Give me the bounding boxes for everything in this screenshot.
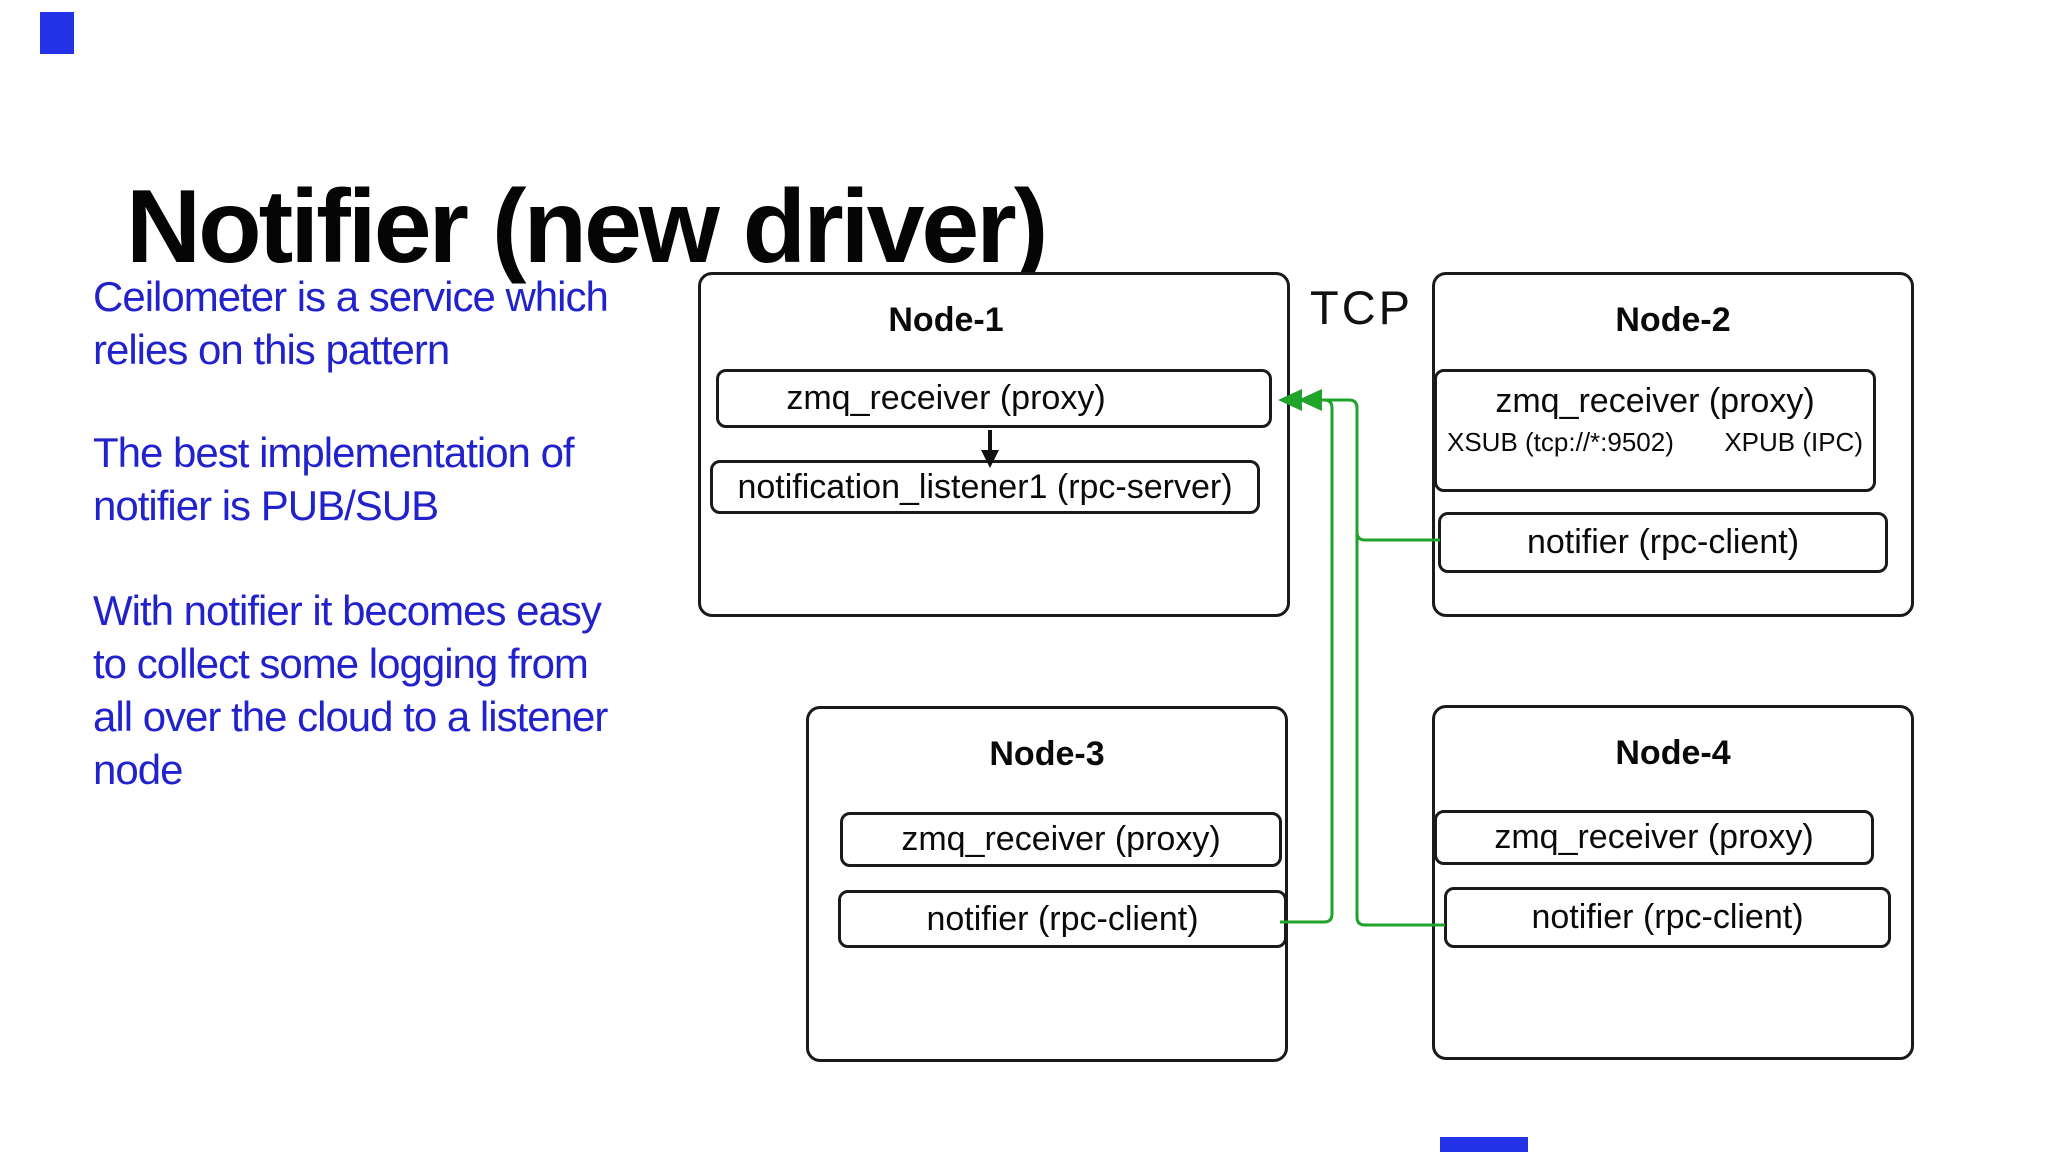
decoration-top-left: [40, 12, 74, 54]
connector-node2-to-node1: [1355, 408, 1440, 542]
node-4-title: Node-4: [1615, 734, 1731, 772]
node-1-zmq-receiver-box: zmq_receiver (proxy): [716, 369, 1272, 428]
note-line: Ceilometer is a service which: [93, 273, 609, 320]
note-paragraph-1: Ceilometer is a service which relies on …: [93, 270, 609, 376]
node-3-box: Node-3: [806, 706, 1288, 1062]
node-1-title: Node-1: [888, 301, 1004, 339]
notifier-label: notifier (rpc-client): [1526, 523, 1800, 561]
note-line: relies on this pattern: [93, 326, 450, 373]
node-4-zmq-receiver-box: zmq_receiver (proxy): [1434, 810, 1874, 865]
page-title: Notifier (new driver): [126, 168, 1048, 285]
node-2-title: Node-2: [1615, 301, 1731, 339]
note-line: all over the cloud to a listener: [93, 693, 608, 740]
node-4-notifier-box: notifier (rpc-client): [1444, 887, 1891, 948]
node-4-box: Node-4: [1432, 705, 1914, 1060]
node-2-notifier-box: notifier (rpc-client): [1438, 512, 1888, 573]
zmq-receiver-label: zmq_receiver (proxy): [1494, 818, 1814, 856]
xpub-label: XPUB (IPC): [1724, 427, 1863, 457]
zmq-receiver-label: zmq_receiver (proxy): [901, 820, 1221, 858]
node-3-title: Node-3: [989, 735, 1105, 773]
zmq-receiver-label: zmq_receiver (proxy): [1495, 382, 1815, 420]
note-line: to collect some logging from: [93, 640, 589, 687]
node-3-notifier-box: notifier (rpc-client): [838, 890, 1287, 948]
note-paragraph-3: With notifier it becomes easy to collect…: [93, 584, 608, 796]
note-line: node: [93, 746, 183, 793]
node-2-zmq-receiver-box: zmq_receiver (proxy) XSUB (tcp://*:9502)…: [1434, 369, 1876, 492]
zmq-receiver-label: zmq_receiver (proxy): [786, 379, 1106, 417]
notification-listener-label: notification_listener1 (rpc-server): [737, 467, 1233, 506]
tcp-label: TCP: [1310, 281, 1413, 334]
notifier-label: notifier (rpc-client): [1531, 898, 1804, 936]
node-3-zmq-receiver-box: zmq_receiver (proxy): [840, 812, 1282, 867]
note-line: With notifier it becomes easy: [93, 587, 602, 634]
note-line: The best implementation of: [93, 429, 575, 476]
note-line: notifier is PUB/SUB: [93, 482, 439, 529]
green-arrowhead-icon: [1298, 389, 1322, 411]
socket-row: XSUB (tcp://*:9502) XPUB (IPC): [1437, 421, 1873, 458]
node-1-box: Node-1: [698, 272, 1290, 617]
notifier-label: notifier (rpc-client): [926, 899, 1199, 938]
xsub-label: XSUB (tcp://*:9502): [1447, 427, 1674, 457]
node-1-notification-listener-box: notification_listener1 (rpc-server): [710, 460, 1260, 514]
decoration-bottom: [1440, 1137, 1528, 1152]
note-paragraph-2: The best implementation of notifier is P…: [93, 426, 575, 532]
connector-node4-to-node1: [1324, 398, 1445, 927]
